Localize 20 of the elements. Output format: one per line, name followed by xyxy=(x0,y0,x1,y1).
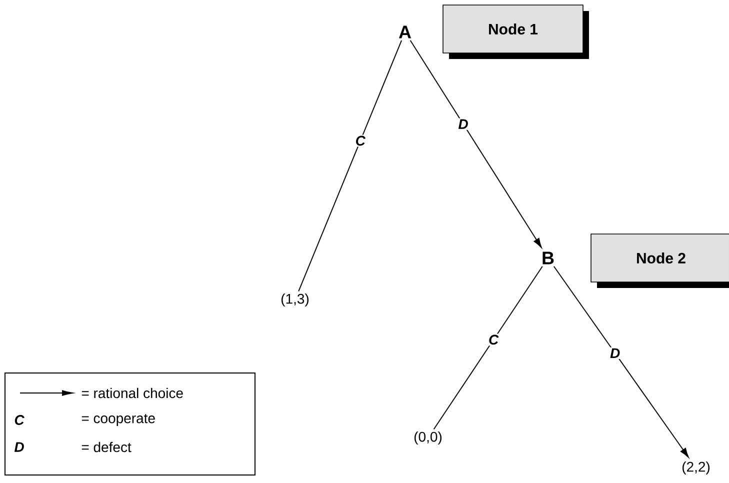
legend-text: = rational choice xyxy=(82,388,183,398)
branch-line xyxy=(298,40,402,292)
legend-text: = defect xyxy=(82,442,132,452)
node-label: A xyxy=(398,26,412,38)
edge-label: C xyxy=(489,334,499,345)
edge-label: C xyxy=(356,136,366,146)
arrow xyxy=(553,266,689,458)
symbol-label: C xyxy=(14,415,24,425)
payoff-label: (0,0) xyxy=(414,431,442,445)
payoff-label: (2,2) xyxy=(682,461,710,475)
payoff-label: (1,3) xyxy=(281,293,309,307)
arrow xyxy=(410,40,542,248)
branch-line xyxy=(433,266,543,430)
label-box: Node 2 xyxy=(590,234,729,288)
edge-label: D xyxy=(610,348,620,358)
node-label: B xyxy=(542,252,554,264)
legend-text: = cooperate xyxy=(82,414,155,426)
label-box: Node 1 xyxy=(442,4,589,59)
edge-label: D xyxy=(458,119,468,129)
symbol-label: D xyxy=(14,442,24,452)
